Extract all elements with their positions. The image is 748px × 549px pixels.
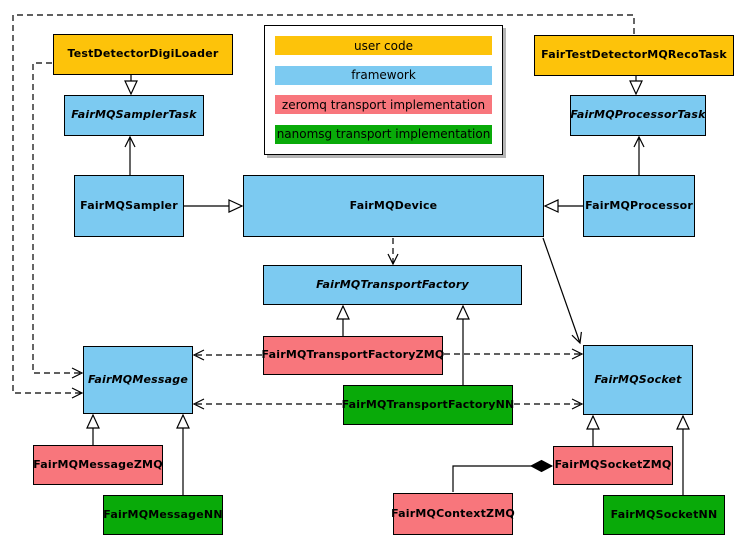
class-box-fairmqsampler: FairMQSampler <box>74 175 184 237</box>
class-box-fairmqdevice: FairMQDevice <box>243 175 544 237</box>
class-box-fairmqprocessor: FairMQProcessor <box>583 175 695 237</box>
edge-recotask-message <box>12 14 635 399</box>
edge-digiloader-message <box>32 62 84 379</box>
class-box-fairmqsocket: FairMQSocket <box>583 345 693 415</box>
edge-contextzmq-socketzmq <box>452 466 552 492</box>
class-box-fairmqprocessortask: FairMQProcessorTask <box>570 95 706 136</box>
class-box-fairmqmessagezmq: FairMQMessageZMQ <box>33 445 163 485</box>
legend-item-nanomsg: nanomsg transport implementation <box>275 124 492 144</box>
legend: user code framework zeromq transport imp… <box>264 25 503 155</box>
class-box-fairmqmessage: FairMQMessage <box>83 346 193 414</box>
edge-device-socket <box>542 237 582 345</box>
class-box-fairmqsamplertask: FairMQSamplerTask <box>64 95 204 136</box>
legend-item-zeromq: zeromq transport implementation <box>275 95 492 115</box>
legend-item-user-code: user code <box>275 36 492 55</box>
class-box-fairmqtransportfactorynn: FairMQTransportFactoryNN <box>342 385 514 425</box>
class-box-fairmqtransportfactoryzmq: FairMQTransportFactoryZMQ <box>262 336 444 375</box>
class-box-fairtestdetectormqrecotask: FairTestDetectorMQRecoTask <box>534 35 734 76</box>
class-box-fairmqtransportfactory: FairMQTransportFactory <box>263 265 522 305</box>
class-box-fairmqsocketnn: FairMQSocketNN <box>603 495 725 535</box>
legend-item-framework: framework <box>275 65 492 85</box>
class-box-fairmqmessagenn: FairMQMessageNN <box>103 495 223 535</box>
class-box-testdetectordigiloader: TestDetectorDigiLoader <box>53 34 233 75</box>
class-box-fairmqsocketzmq: FairMQSocketZMQ <box>553 446 673 485</box>
class-box-fairmqcontextzmq: FairMQContextZMQ <box>391 493 515 535</box>
